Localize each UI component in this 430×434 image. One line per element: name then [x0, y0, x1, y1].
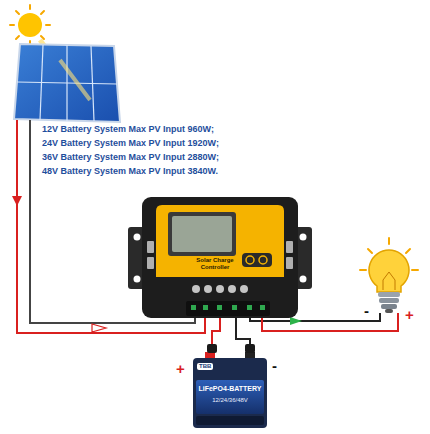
polarity-sign: -	[272, 357, 277, 374]
pv-rating: 12V Battery System Max PV Input 960W;	[42, 124, 214, 134]
polarity-sign: +	[405, 306, 414, 323]
charge-controller	[128, 197, 312, 318]
brand-logo: TBB	[197, 363, 213, 370]
battery-wire	[236, 318, 255, 353]
polarity-sign: -	[364, 302, 369, 319]
polarity-sign: +	[176, 360, 185, 377]
flow-arrow	[92, 324, 106, 332]
battery-wire	[207, 318, 220, 353]
pv-rating: 24V Battery System Max PV Input 1920W;	[42, 138, 219, 148]
pv-rating: 48V Battery System Max PV Input 3840W.	[42, 166, 218, 176]
battery-voltage: 12/24/36/48V	[193, 397, 267, 404]
flow-arrow	[290, 317, 302, 325]
solar-panel	[14, 44, 120, 122]
pv-rating: 36V Battery System Max PV Input 2880W;	[42, 152, 219, 162]
battery	[193, 352, 267, 428]
battery-type: LiFePO4-BATTERY	[193, 385, 267, 393]
charge-controller: Solar Charge Controller	[128, 197, 312, 318]
flow-arrow	[12, 196, 22, 206]
device-label: Solar Charge Controller	[190, 257, 240, 271]
light-bulb	[360, 238, 418, 313]
battery-box: TBB LiFePO4-BATTERY 12/24/36/48V	[193, 358, 268, 428]
